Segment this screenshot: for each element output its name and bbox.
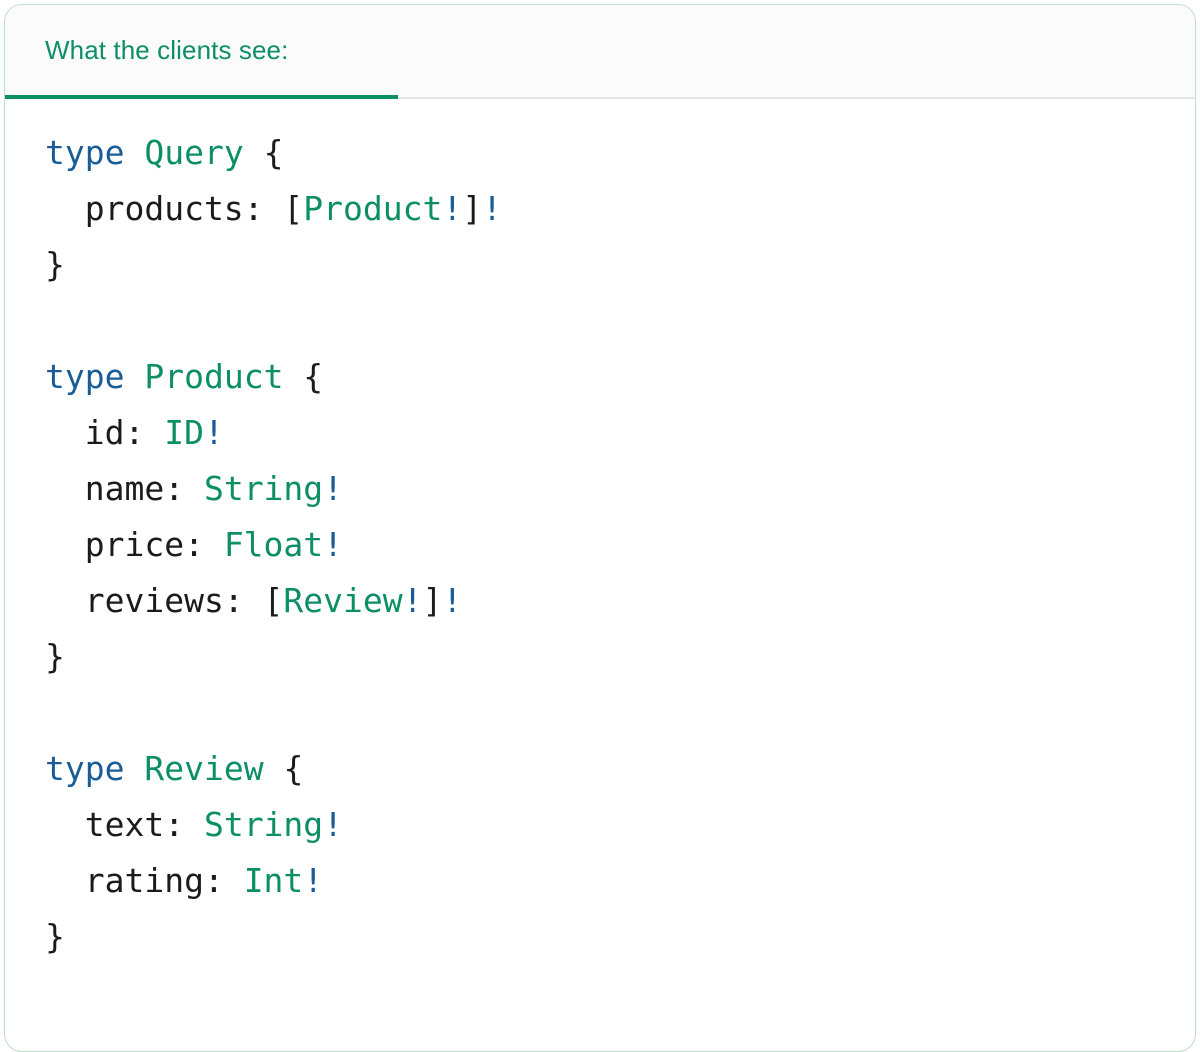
code-token-plain: name: xyxy=(45,469,204,508)
card-header: What the clients see: xyxy=(5,5,1195,99)
code-token-type: ID xyxy=(164,413,204,452)
code-token-kw: type xyxy=(45,357,125,396)
code-line: name: String! xyxy=(45,461,1155,517)
code-token-plain: { xyxy=(263,749,304,788)
code-line: } xyxy=(45,629,1155,685)
tab-label: What the clients see: xyxy=(45,34,289,65)
code-line: type Query { xyxy=(45,125,1155,181)
code-line: products: [Product!]! xyxy=(45,181,1155,237)
code-line xyxy=(45,293,1155,349)
code-token-plain: ] xyxy=(462,189,483,228)
code-token-type: Product xyxy=(144,357,284,396)
code-token-bang: ! xyxy=(323,469,344,508)
code-token-type: Int xyxy=(243,861,304,900)
code-token-plain: } xyxy=(45,637,65,676)
code-body: type Query { products: [Product!]!} type… xyxy=(5,99,1195,1005)
code-token-plain xyxy=(124,357,144,396)
code-token-type: Review xyxy=(283,581,403,620)
code-line: id: ID! xyxy=(45,405,1155,461)
code-token-plain: price: xyxy=(45,525,224,564)
code-token-bang: ! xyxy=(323,525,344,564)
code-token-type: Query xyxy=(144,133,244,172)
code-token-plain xyxy=(124,133,144,172)
code-token-plain xyxy=(124,749,144,788)
code-token-bang: ! xyxy=(323,805,344,844)
code-token-bang: ! xyxy=(482,189,502,228)
code-line: type Product { xyxy=(45,349,1155,405)
graphql-schema-code: type Query { products: [Product!]!} type… xyxy=(45,125,1155,965)
code-token-type: Product xyxy=(303,189,443,228)
code-token-type: String xyxy=(203,469,324,508)
code-token-kw: type xyxy=(45,749,125,788)
code-token-plain: text: xyxy=(45,805,204,844)
code-line: price: Float! xyxy=(45,517,1155,573)
code-line: } xyxy=(45,909,1155,965)
code-line xyxy=(45,685,1155,741)
code-token-plain: { xyxy=(283,357,324,396)
code-token-plain: } xyxy=(45,245,65,284)
code-token-plain: reviews: [ xyxy=(45,581,284,620)
code-token-type: Review xyxy=(144,749,264,788)
code-token-plain: } xyxy=(45,917,65,956)
code-line: text: String! xyxy=(45,797,1155,853)
code-token-bang: ! xyxy=(203,413,224,452)
code-token-plain: id: xyxy=(45,413,165,452)
code-token-bang: ! xyxy=(442,581,463,620)
code-token-plain: { xyxy=(243,133,284,172)
code-token-bang: ! xyxy=(303,861,324,900)
schema-card: What the clients see: type Query { produ… xyxy=(4,4,1196,1052)
code-line: rating: Int! xyxy=(45,853,1155,909)
code-token-bang: ! xyxy=(442,189,463,228)
code-token-plain: ] xyxy=(422,581,443,620)
code-token-type: String xyxy=(203,805,324,844)
code-token-kw: type xyxy=(45,133,125,172)
tab-what-the-clients-see[interactable]: What the clients see: xyxy=(5,5,398,99)
code-token-plain: rating: xyxy=(45,861,244,900)
code-token-plain: products: [ xyxy=(45,189,304,228)
code-line: type Review { xyxy=(45,741,1155,797)
code-line: reviews: [Review!]! xyxy=(45,573,1155,629)
code-token-type: Float xyxy=(223,525,324,564)
code-token-bang: ! xyxy=(402,581,423,620)
code-line: } xyxy=(45,237,1155,293)
